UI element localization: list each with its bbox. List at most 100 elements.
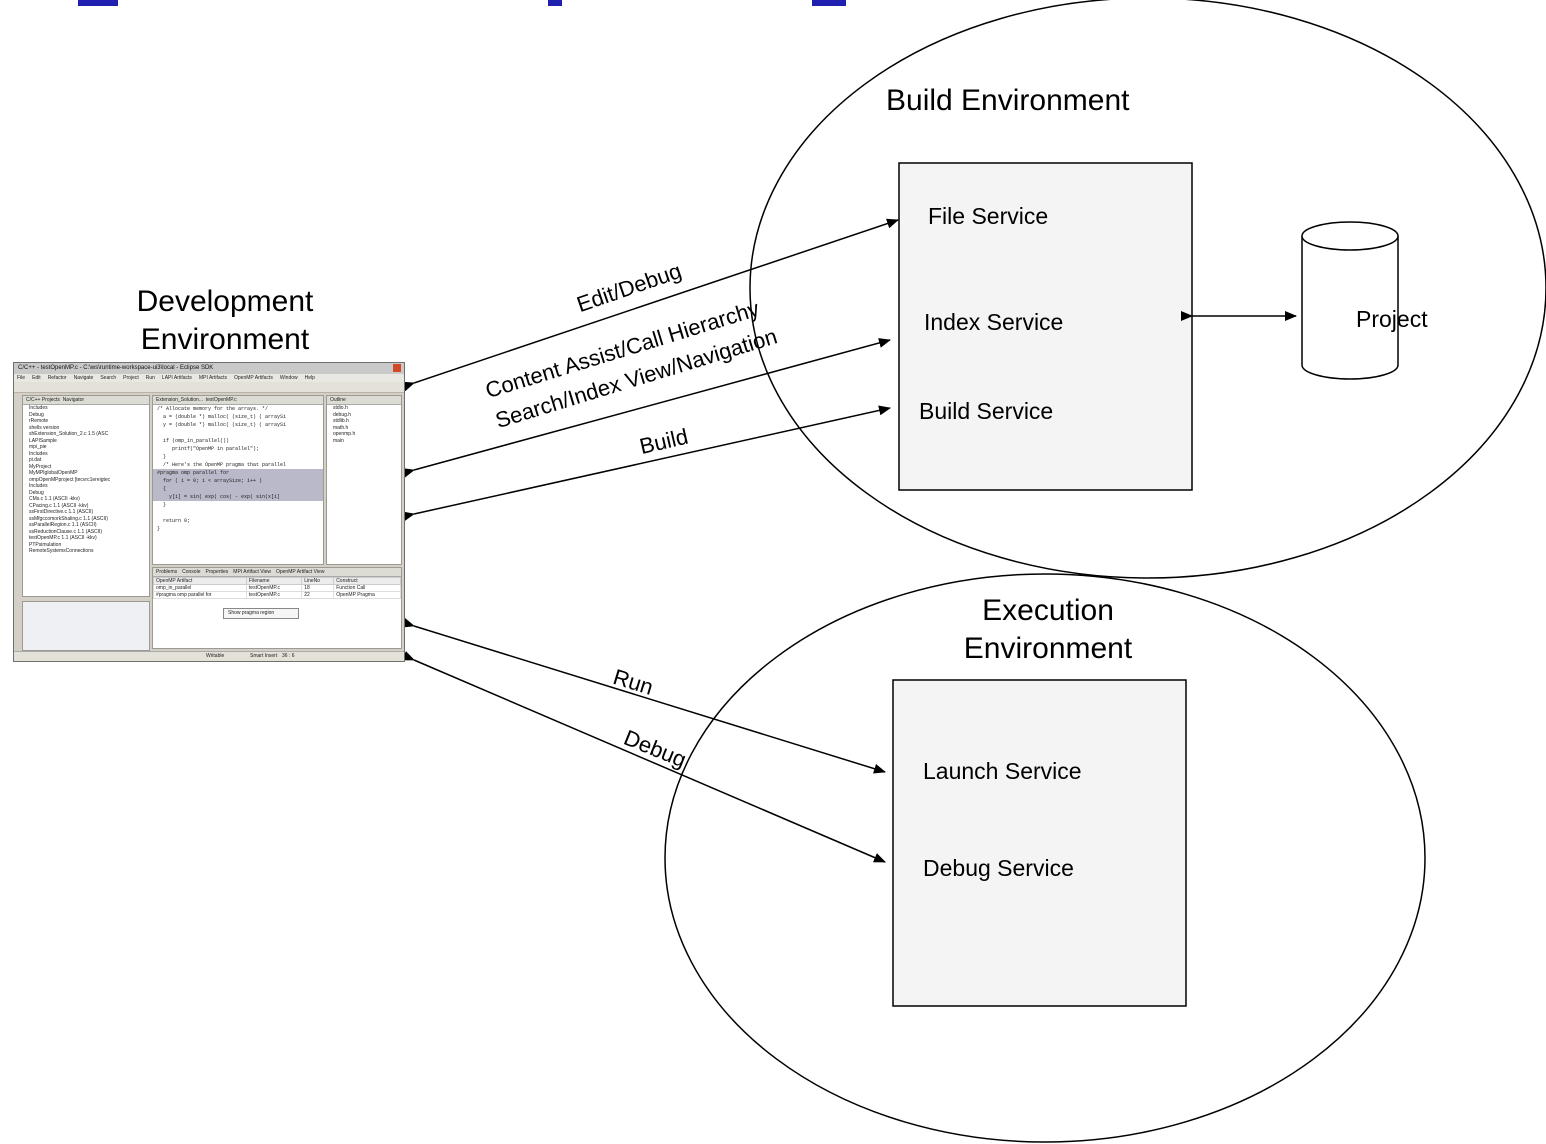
ide-outline-item: debug.h	[333, 411, 352, 418]
ide-menu-item: Search	[100, 375, 117, 381]
context-menu-item: Show pragma region	[228, 610, 275, 616]
ide-tree-item: Debug	[29, 489, 44, 496]
execution-services-box	[892, 679, 1187, 1007]
table-cell: OpenMP Pragma	[333, 591, 401, 599]
ide-editor-tabs: Extension_Solution... testOpenMP.c	[153, 396, 323, 405]
ide-tree-item: rRemote	[29, 418, 49, 424]
ide-menu-item: Window	[279, 375, 298, 381]
build-environment-label: Build Environment	[886, 84, 1130, 117]
file-service-label: File Service	[928, 203, 1049, 229]
project-label: Project	[1356, 306, 1428, 332]
ide-tree-item: mpi_pie	[29, 444, 47, 450]
table-header-cell: LineNo	[301, 577, 335, 585]
ide-code-line: y[i] = sin( exp( cos( - exp( sin(x[i]	[153, 493, 323, 501]
ide-menu-item: File	[17, 375, 26, 381]
ide-outline-tab: Outline	[327, 396, 401, 405]
ide-context-menu: Show pragma region	[223, 608, 299, 619]
development-environment-label: Development Environment	[100, 283, 350, 359]
ide-tree-item: pi.dat	[29, 457, 42, 463]
project-cylinder	[1301, 221, 1399, 380]
ide-menu-item: Navigate	[73, 375, 94, 381]
ide-bottom-tab: Properties	[205, 569, 229, 575]
ide-code-line: #pragma omp parallel for	[153, 469, 323, 477]
ide-code-line	[153, 429, 323, 437]
ide-tree-item: LAPISample	[29, 437, 57, 444]
ide-tree-item: Includes	[29, 405, 48, 411]
ide-tree-item: testOpenMP.c 1.1 (ASCII -kkv)	[29, 535, 97, 541]
ide-outline-item: math.h	[333, 424, 349, 431]
ide-code-line: /* Allocate memory for the arrays. */	[157, 406, 269, 412]
ide-code-line: a = (double *) malloc( (size_t) ( arrayS…	[157, 414, 287, 420]
build-service-label: Build Service	[919, 398, 1054, 424]
table-cell: testOpenMP.c	[245, 584, 303, 592]
table-cell: Function Call	[333, 584, 401, 592]
ide-outline-item: openmp.h	[333, 431, 356, 437]
ide-code-line: if (omp_in_parallel())	[157, 438, 230, 444]
status-insert: Smart Insert	[250, 653, 278, 659]
ide-menu-item: OpenMP Artifacts	[234, 375, 273, 381]
ide-tree-item: shExtension_Solution_2.c 1.5 (ASC	[29, 431, 109, 437]
close-icon	[393, 364, 401, 372]
ide-tree-item: MyMPIglobalOpenMP	[29, 470, 78, 476]
build-services-box	[898, 162, 1193, 491]
execution-environment-label: Execution Environment	[928, 592, 1168, 668]
ide-code-line: }	[157, 526, 161, 532]
ide-menu-item: Run	[145, 375, 155, 381]
ide-tree-item: Includes	[29, 450, 48, 457]
ide-tree-item: ompOpenMPproject [tecvrc1ereigtec	[29, 476, 111, 483]
title-fragment-right	[812, 0, 846, 6]
ide-project-tabs: C/C++ Projects Navigator	[23, 396, 149, 405]
ide-menu-item: MPI Artifacts	[198, 375, 227, 381]
table-cell: 18	[301, 584, 335, 592]
ide-code-line: y = (double *) malloc( (size_t) ( arrayS…	[157, 422, 287, 428]
tab-testopenmp: testOpenMP.c	[205, 397, 237, 403]
ide-code-line: return 0;	[157, 518, 191, 524]
ide-menu-item: LAPI Artifacts	[161, 375, 192, 381]
table-cell: #pragma omp parallel for	[153, 591, 247, 599]
build-arrow	[402, 405, 891, 522]
table-cell: omp_in_parallel	[153, 584, 247, 592]
table-cell: 22	[301, 591, 335, 599]
ide-code-line: /* Here's the OpenMP pragma that paralle…	[157, 462, 287, 468]
ide-tree-item: ssMfgccomorkShaling.c 1.1 (ASCII)	[29, 515, 108, 522]
execution-line2: Environment	[963, 632, 1133, 665]
ide-tree-item: Debug	[29, 411, 44, 418]
ide-code-line: printf("OpenMP in parallel");	[157, 446, 260, 452]
ide-toolbar	[14, 382, 404, 393]
ide-tree-item: ssParallelRegion.c 1.1 (ASCII)	[29, 522, 97, 528]
status-writable: Writable	[206, 653, 225, 659]
tab-cpp-projects: C/C++ Projects	[26, 397, 60, 403]
eclipse-ide-screenshot: C/C++ - testOpenMP.c - C:\ws\runtime-wor…	[13, 362, 405, 662]
execution-line1: Execution	[982, 594, 1114, 627]
ide-menu-item: Help	[304, 375, 315, 381]
debug-arrow	[401, 651, 886, 863]
ide-menu-item: Edit	[32, 375, 41, 381]
title-fragment-left	[78, 0, 118, 6]
ide-code-line: {	[153, 485, 323, 493]
ide-code-line: for ( i = 0; i < arraySize; i++ )	[153, 477, 323, 485]
ide-code-line	[153, 509, 323, 517]
ide-outline-item: stdlib.h	[333, 418, 349, 424]
ide-outline-item: stdio.h	[333, 405, 348, 411]
ide-outline-item: main	[333, 437, 344, 444]
table-header-cell: Construct	[333, 577, 401, 585]
tab-extension-solution: Extension_Solution...	[156, 397, 203, 403]
index-service-label: Index Service	[924, 309, 1064, 335]
ide-titlebar: C/C++ - testOpenMP.c - C:\ws\runtime-wor…	[14, 363, 404, 374]
ide-statusbar: Writable Smart Insert 36 : 6	[14, 651, 404, 661]
ide-tree-item: MyProject	[29, 463, 52, 470]
debug-service-label: Debug Service	[923, 855, 1074, 881]
ide-tree-item: CMs.c 1.1 (ASCII -kkv)	[29, 496, 80, 502]
